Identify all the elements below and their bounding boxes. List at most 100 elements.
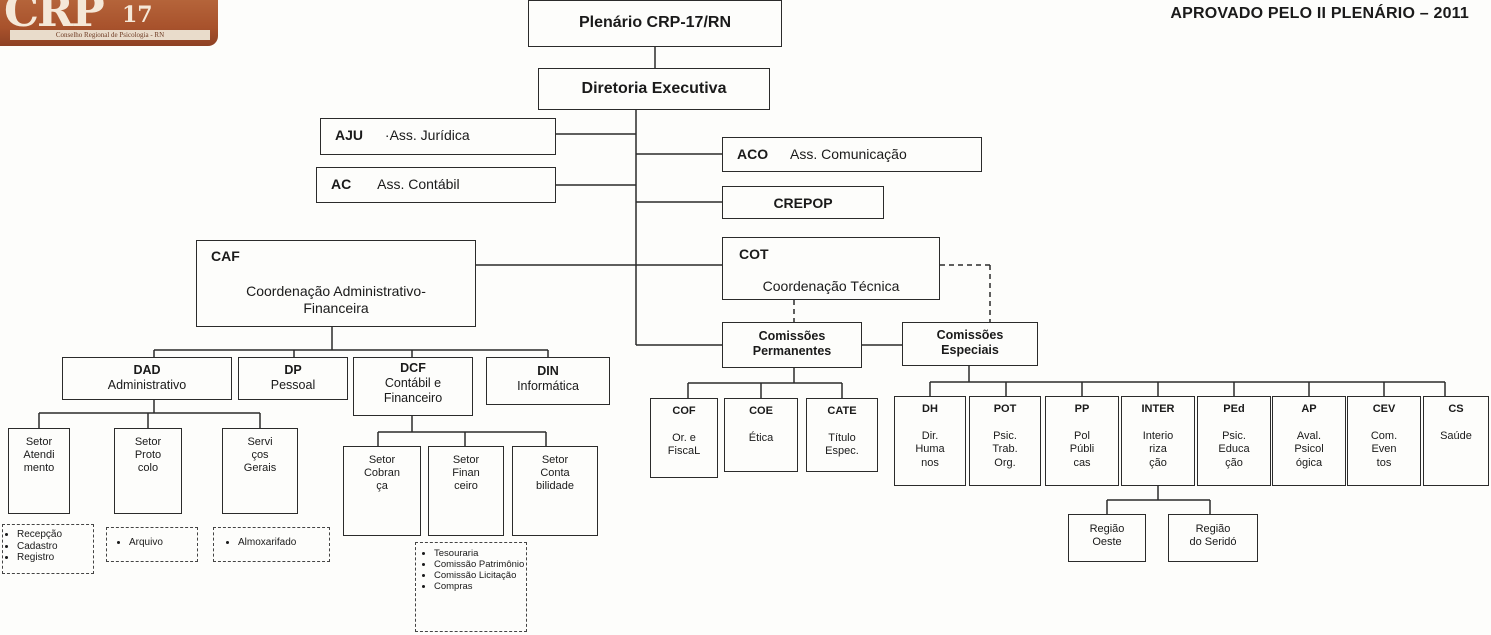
dh-box: DH Dir. Huma nos: [894, 396, 966, 486]
aco-name: Ass. Comunicação: [790, 146, 907, 162]
ac-name: Ass. Contábil: [377, 176, 460, 192]
list-item: Recepção: [17, 529, 93, 541]
list-item: Cadastro: [17, 541, 93, 553]
permanentes-line1: Comissões: [758, 329, 826, 343]
dcf-name-line2: Financeiro: [383, 391, 443, 405]
servicos-gerais-line2: ços: [251, 449, 269, 462]
ap-line3: ógica: [1295, 456, 1323, 469]
pp-box: PP Pol Públi cas: [1045, 396, 1119, 486]
pot-line1: Psic.: [993, 430, 1017, 443]
aco-box: ACO Ass. Comunicação: [722, 137, 982, 172]
ac-box: AC Ass. Contábil: [316, 167, 556, 203]
regiao-oeste-line1: Região: [1089, 523, 1125, 535]
din-box: DIN Informática: [486, 357, 610, 405]
servicos-gerais-box: Servi ços Gerais: [222, 428, 298, 514]
aju-name: ·Ass. Jurídica: [384, 127, 470, 143]
comissoes-permanentes-box: Comissões Permanentes: [722, 322, 862, 368]
dp-box: DP Pessoal: [238, 357, 348, 400]
inter-line3: ção: [1149, 456, 1167, 469]
crepop-label: CREPOP: [773, 195, 833, 211]
coe-code: COE: [749, 405, 773, 417]
inter-line1: Interio: [1142, 430, 1174, 443]
crp-logo: CRP 17 Conselho Regional de Psicologia -…: [0, 0, 218, 46]
setor-protocolo-line3: colo: [137, 462, 159, 475]
dh-code: DH: [922, 403, 938, 415]
cate-line2: Espec.: [825, 445, 859, 458]
dh-line2: Huma: [915, 443, 945, 456]
dad-code: DAD: [133, 363, 161, 377]
pp-line1: Pol: [1074, 430, 1090, 443]
especiais-line2: Especiais: [941, 343, 999, 357]
servicos-gerais-line3: Gerais: [243, 462, 277, 475]
list-item: Tesouraria: [434, 548, 526, 560]
dp-name: Pessoal: [270, 378, 316, 392]
inter-code: INTER: [1141, 403, 1175, 415]
dcf-code: DCF: [400, 361, 426, 375]
dp-code: DP: [284, 363, 302, 377]
dcf-box: DCF Contábil e Financeiro: [353, 357, 473, 416]
cs-line1: Saúde: [1440, 430, 1472, 443]
din-name: Informática: [517, 379, 579, 393]
regiao-serido-line1: Região: [1195, 523, 1231, 535]
setor-atendimento-line2: Atendi: [23, 449, 55, 462]
logo-number: 17: [122, 2, 153, 28]
setor-contabilidade-line3: bilidade: [536, 480, 574, 493]
regiao-serido-line2: do Seridó: [1189, 536, 1237, 549]
list-item: Arquivo: [129, 537, 197, 549]
setor-financeiro-box: Setor Finan ceiro: [428, 446, 504, 536]
cate-line1: Título: [828, 432, 856, 445]
permanentes-line2: Permanentes: [752, 344, 832, 358]
cev-line1: Com.: [1370, 430, 1398, 443]
regiao-oeste-box: Região Oeste: [1068, 514, 1146, 562]
financeiro-list: Tesouraria Comissão Patrimônio Comissão …: [415, 542, 527, 632]
cot-code: COT: [739, 246, 769, 262]
aco-code: ACO: [737, 146, 769, 162]
cof-code: COF: [672, 405, 696, 417]
plenario-label: Plenário CRP-17/RN: [578, 14, 732, 31]
ac-code: AC: [331, 176, 352, 192]
pp-line3: cas: [1073, 456, 1091, 469]
inter-box: INTER Interio riza ção: [1121, 396, 1195, 486]
pp-code: PP: [1074, 403, 1090, 415]
ap-box: AP Aval. Psicol ógica: [1272, 396, 1346, 486]
setor-protocolo-box: Setor Proto colo: [114, 428, 182, 514]
inter-line2: riza: [1149, 443, 1167, 456]
ped-code: PEd: [1223, 403, 1245, 415]
dad-box: DAD Administrativo: [62, 357, 232, 400]
atendimento-list: Recepção Cadastro Registro: [2, 524, 94, 574]
aju-code: AJU: [335, 127, 364, 143]
diretoria-label: Diretoria Executiva: [581, 80, 727, 97]
aju-box: AJU ·Ass. Jurídica: [320, 118, 556, 155]
caf-code: CAF: [211, 248, 240, 264]
setor-financeiro-line2: Finan: [452, 467, 480, 480]
ped-line3: ção: [1225, 456, 1243, 469]
dad-name: Administrativo: [107, 378, 187, 392]
ap-line2: Psicol: [1294, 443, 1324, 456]
regiao-serido-box: Região do Seridó: [1168, 514, 1258, 562]
plenario-box: Plenário CRP-17/RN: [528, 0, 782, 47]
dcf-name-line1: Contábil e: [384, 376, 442, 390]
approval-title: APROVADO PELO II PLENÁRIO – 2011: [1170, 5, 1469, 22]
pot-code: POT: [993, 403, 1017, 415]
cs-code: CS: [1448, 403, 1464, 415]
setor-contabilidade-box: Setor Conta bilidade: [512, 446, 598, 536]
list-item: Compras: [434, 581, 526, 593]
setor-contabilidade-line2: Conta: [540, 467, 570, 480]
servicos-list: Almoxarifado: [213, 527, 330, 562]
cate-box: CATE Título Espec.: [806, 398, 878, 472]
servicos-gerais-line1: Servi: [247, 436, 273, 448]
setor-atendimento-line1: Setor: [25, 436, 53, 448]
cev-line3: tos: [1376, 456, 1392, 469]
cev-line2: Even: [1371, 443, 1397, 456]
cof-box: COF Or. e FiscaL: [650, 398, 718, 478]
setor-cobranca-line1: Setor: [368, 454, 396, 466]
coe-box: COE Ética: [724, 398, 798, 472]
setor-cobranca-line2: Cobran: [363, 467, 401, 480]
list-item: Comissão Patrimônio: [434, 559, 526, 571]
cof-line2: FiscaL: [667, 445, 701, 458]
ped-line1: Psic.: [1222, 430, 1246, 443]
pot-line2: Trab.: [992, 443, 1018, 456]
ped-box: PEd Psic. Educa ção: [1197, 396, 1271, 486]
dh-line1: Dir.: [921, 430, 939, 443]
